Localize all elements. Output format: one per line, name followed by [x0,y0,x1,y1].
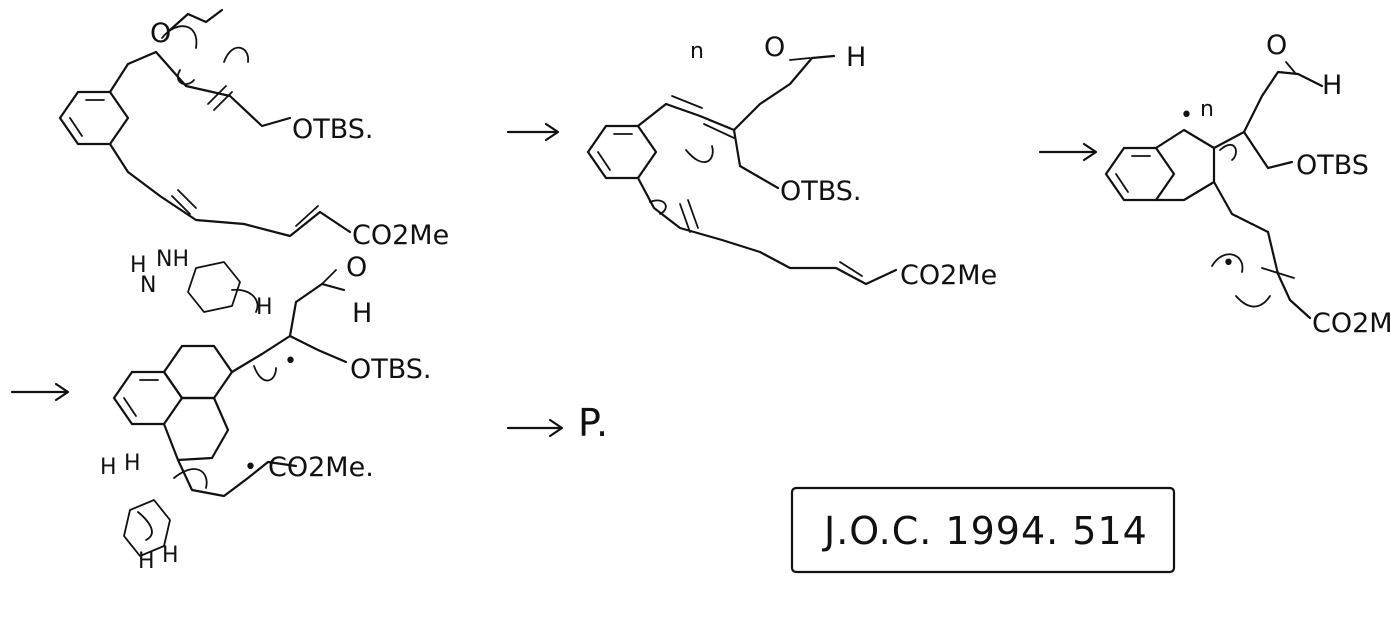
aldehyde-oxygen-2: O [764,32,785,63]
structure-3-diradical: • n O H OTBS • CO2Me [1104,30,1391,339]
product-label: P. [578,401,609,445]
curly-arrow-1a [161,25,198,49]
reaction-arrow-2 [1038,142,1098,162]
reaction-arrow-3 [10,382,70,402]
curly-arrow-3c [1235,295,1271,308]
aldehyde-oxygen-4: O [346,252,367,283]
aldehyde-h-label-3: H [1322,70,1342,101]
curly-arrow-3b [1211,253,1244,273]
aldehyde-oxygen-3: O [1266,30,1287,61]
oxygen-atom-1: O [150,18,171,49]
svg-text:H: H [138,549,155,574]
svg-text:•: • [1222,251,1235,276]
otbs-label-1: OTBS. [292,114,374,145]
structure-2-allene-aldehyde: n O H OTBS. CO2Me [586,32,997,291]
aldehyde-h-label-2: H [846,42,866,73]
aniline-ring-top [187,261,241,313]
otbs-label-4: OTBS. [350,354,432,385]
donor-ring-bottom [123,499,171,557]
ester-label-1: CO2Me [352,220,449,251]
reaction-arrow-1 [506,122,560,142]
svg-text:H: H [162,543,179,568]
otbs-label-2: OTBS. [780,176,862,207]
svg-text:n: n [1200,97,1214,122]
otbs-label-3: OTBS [1296,150,1369,181]
svg-text:H: H [124,451,141,476]
svg-text:•: • [244,455,257,480]
aldehyde-h-label-4: H [352,298,372,329]
svg-text:H: H [256,295,273,320]
svg-text:N: N [140,273,156,298]
curly-arrow-2b [649,199,667,215]
ester-label-3: CO2Me [1312,308,1391,339]
reference-citation: J.O.C. 1994. 514 [822,509,1148,553]
svg-text:n: n [690,39,704,64]
curly-arrow-2a [685,145,714,163]
svg-text:NH: NH [156,247,189,272]
svg-text:•: • [1180,103,1193,128]
curly-arrow-4d [137,511,153,541]
reaction-arrow-4 [506,418,564,438]
svg-text:H: H [130,253,147,278]
curly-arrow-4a [253,365,277,382]
structure-4-cyclized-radical: • O H OTBS. H N NH H • CO2Me. H H H H [100,247,432,574]
svg-text:•: • [284,349,297,374]
svg-text:H: H [100,455,117,480]
curly-arrow-3a [1219,143,1237,161]
curly-arrow-1c [223,46,249,63]
curly-arrow-1b [177,69,195,85]
ester-label-4: CO2Me. [268,452,374,483]
curly-arrow-4b [231,288,259,313]
ester-label-2: CO2Me [900,260,997,291]
structure-1-enediyne-allyl-ether: O OTBS. CO2Me [58,8,449,251]
reference-box: J.O.C. 1994. 514 [790,486,1176,574]
benzene-ring-4b [162,344,234,400]
curly-arrow-4c [173,468,208,489]
